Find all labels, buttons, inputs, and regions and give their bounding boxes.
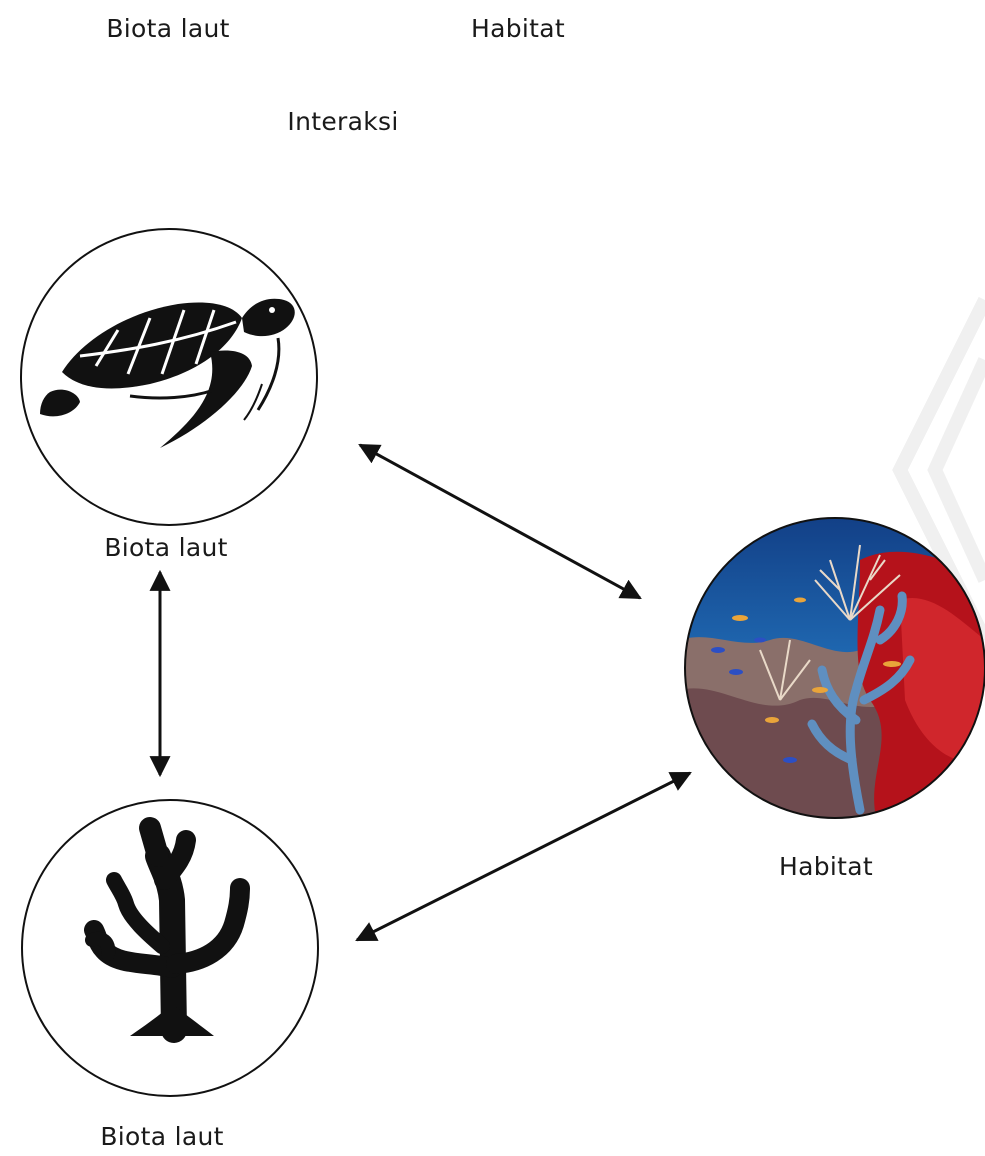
arrow-turtle-habitat: [360, 445, 640, 598]
reef-node: [680, 515, 985, 830]
turtle-node-label: Biota laut: [104, 533, 227, 562]
turtle-node: [21, 229, 317, 525]
coral-reef-photo: [680, 515, 985, 830]
arrow-coral-habitat: [357, 773, 690, 940]
reef-node-label: Habitat: [779, 852, 873, 881]
coral-node: [22, 800, 318, 1096]
coral-node-label: Biota laut: [100, 1122, 223, 1151]
